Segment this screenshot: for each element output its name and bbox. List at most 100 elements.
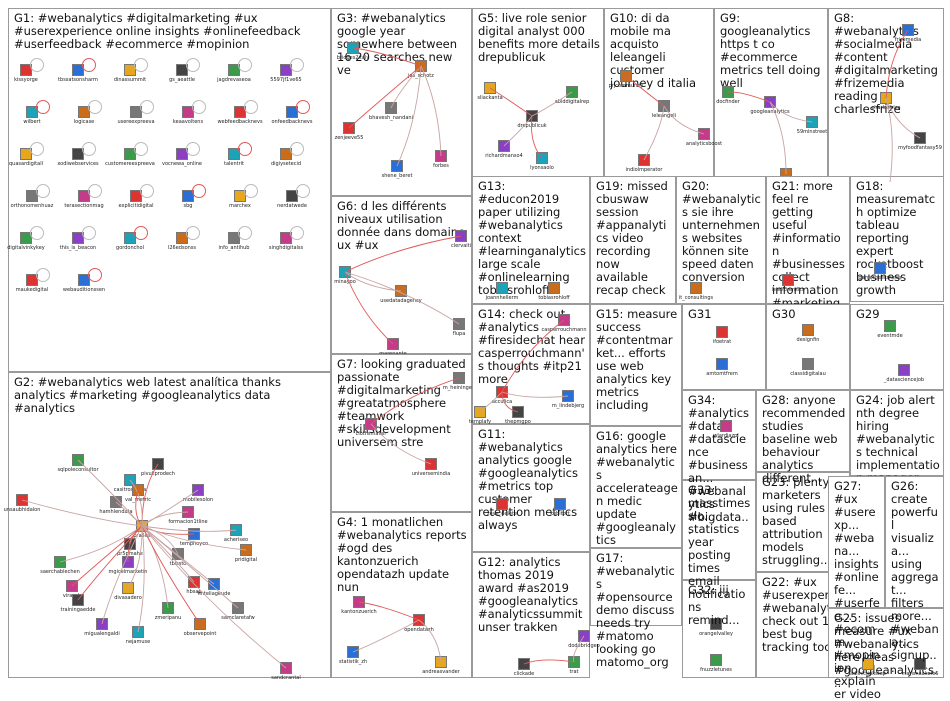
- node-label: analyticsboost: [685, 141, 723, 147]
- node-label: lyonsaolo: [530, 165, 554, 171]
- node-label: pridigital: [234, 557, 258, 563]
- node-label: abiddigitalrep: [554, 99, 590, 105]
- self-loop: [238, 226, 252, 240]
- group-label: G25: issues measure #ux #webanalytics he…: [834, 612, 938, 690]
- node-label: customereexpreeva: [105, 161, 155, 167]
- node-avatar[interactable]: [690, 282, 702, 294]
- edge: [370, 423, 432, 465]
- edge: [663, 105, 705, 135]
- node-label: finteliageude: [197, 591, 231, 597]
- group-g20: G20: #webanalytics sie ihre unternehmens…: [676, 176, 766, 304]
- self-loop: [192, 184, 206, 198]
- self-loop: [82, 142, 96, 156]
- self-loop: [192, 100, 206, 114]
- group-label: G28: anyone recommended studies baseline…: [762, 394, 846, 485]
- edge: [358, 601, 420, 621]
- node-label: clickade: [513, 671, 535, 677]
- node-avatar[interactable]: [548, 282, 560, 294]
- node-avatar[interactable]: [884, 320, 896, 332]
- self-loop: [290, 226, 304, 240]
- node-avatar[interactable]: [782, 274, 794, 286]
- node-label: sqlpoleconsultor: [57, 467, 99, 473]
- group-g33: G33: masstimesslo... statistics year pos…: [682, 480, 756, 627]
- node-label: jagdrevaseoa: [217, 77, 251, 83]
- node-avatar[interactable]: [710, 654, 722, 666]
- group-label: G26: create powerful visualiza... using …: [891, 480, 939, 675]
- group-label: G22: #ux #userexperi... #webanalyti... c…: [762, 576, 846, 654]
- node-label: kissyorge: [14, 77, 38, 83]
- edge: [141, 525, 287, 669]
- node-label: clervaiti: [450, 243, 472, 249]
- edge: [523, 659, 575, 665]
- edge: [573, 635, 585, 663]
- node-label: singhdigitalss: [268, 245, 304, 251]
- edge: [77, 525, 143, 601]
- group-label: G6: d les différents niveaux utilisation…: [337, 200, 466, 252]
- self-loop: [140, 184, 154, 198]
- group-label: G18: measurematch optimize tableau repor…: [856, 180, 936, 297]
- group-g15: G15: measure success #contentmarket... e…: [590, 304, 682, 426]
- group-g28: G28: anyone recommended studies baseline…: [756, 390, 850, 485]
- self-loop: [238, 142, 252, 156]
- self-loop: [244, 100, 258, 114]
- edge: [769, 101, 813, 123]
- node-label: drepublicuk: [517, 123, 547, 129]
- node-avatar[interactable]: [710, 618, 722, 630]
- node-label: val_metric: [124, 497, 152, 503]
- node-label: myfoodfantasy59: [898, 145, 942, 151]
- group-label: G30: [772, 308, 796, 321]
- node-avatar[interactable]: [716, 326, 728, 338]
- edge: [21, 499, 143, 527]
- node-label: ifoetrat: [712, 339, 732, 345]
- group-label: G11: #webanalytics analytics google #goo…: [478, 428, 578, 532]
- node-avatar[interactable]: [898, 364, 910, 376]
- node-avatar[interactable]: [802, 324, 814, 336]
- edge: [71, 525, 143, 587]
- self-loop: [296, 184, 310, 198]
- node-label: orangelvalley: [699, 631, 733, 637]
- node-label: wilbert: [23, 119, 41, 125]
- self-loop: [36, 268, 50, 282]
- edge: [127, 525, 143, 589]
- node-avatar[interactable]: [554, 498, 566, 510]
- self-loop: [82, 58, 96, 72]
- edge: [141, 525, 237, 532]
- node-avatar[interactable]: [874, 262, 886, 274]
- self-loop: [30, 226, 44, 240]
- group-g1: G1: #webanalytics #digitalmarketing #ux …: [8, 8, 331, 372]
- node-label: _datasciencejob: [883, 377, 925, 383]
- node-label: 5597jf1ve65: [270, 77, 302, 83]
- node-label: pivukprodech: [141, 471, 175, 477]
- node-label: logicase: [73, 119, 95, 125]
- node-avatar[interactable]: [716, 358, 728, 370]
- node-label: sbg: [183, 203, 193, 209]
- node-label: hamhlendata: [99, 509, 133, 515]
- group-g17: G17: #webanalytics #opensource demo disc…: [590, 548, 682, 669]
- group-g16: G16: google analytics here #webanalytics…: [590, 426, 682, 560]
- node-avatar[interactable]: [496, 498, 508, 510]
- node-label: kantonzuerich: [341, 609, 377, 615]
- node-avatar[interactable]: [802, 358, 814, 370]
- group-label: G1: #webanalytics #digitalmarketing #ux …: [14, 12, 301, 51]
- edge: [141, 525, 179, 555]
- node-label: opendatazh: [404, 627, 434, 633]
- node-label: observepoint: [183, 631, 217, 637]
- node-avatar[interactable]: [862, 658, 874, 670]
- node-label: saerchablechen: [40, 569, 80, 575]
- node-avatar[interactable]: [496, 282, 508, 294]
- node-label: adlinksinkstep: [850, 671, 886, 677]
- node-label: marisnaakefe5: [901, 671, 939, 677]
- node-label: nerdatwede: [277, 203, 307, 209]
- self-loop: [30, 142, 44, 156]
- node-label: temphoyco: [179, 541, 209, 547]
- edge: [101, 525, 143, 625]
- edge: [643, 105, 665, 161]
- node-label: webfeedbacknevs: [217, 119, 263, 125]
- node-avatar[interactable]: [914, 658, 926, 670]
- node-label: classidigitalau: [790, 371, 826, 377]
- group-g29: G29: [850, 304, 944, 390]
- node-avatar[interactable]: [720, 420, 732, 432]
- edge: [418, 619, 442, 663]
- node-label: acculica: [491, 399, 513, 405]
